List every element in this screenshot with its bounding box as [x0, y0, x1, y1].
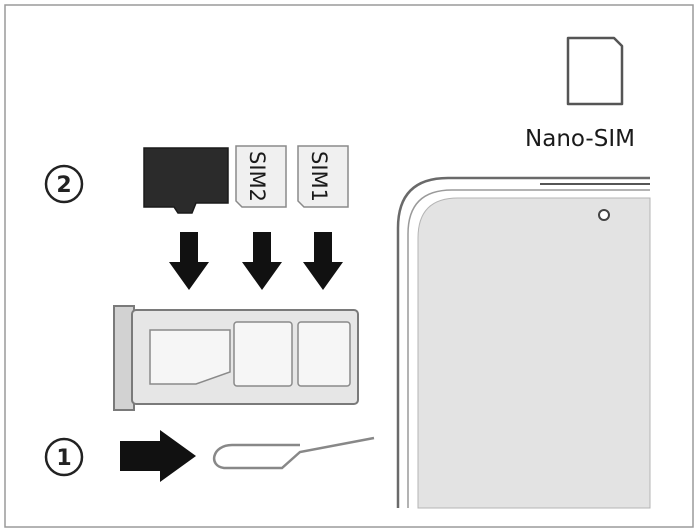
phone-corner-icon: [396, 176, 651, 509]
sim2-card: SIM2: [235, 145, 287, 208]
right-arrow-icon: [120, 430, 196, 482]
camera-icon: [598, 209, 610, 221]
step-1-number: 1: [56, 446, 71, 471]
nano-sim-card-icon: [566, 36, 624, 106]
sim-tray-icon: [113, 305, 359, 411]
step-1-marker: 1: [44, 437, 84, 477]
down-arrow-icon: [303, 232, 343, 290]
down-arrow-icon: [242, 232, 282, 290]
nano-sim-label: Nano-SIM: [525, 126, 635, 152]
sim1-card: SIM1: [297, 145, 349, 208]
step-2-marker: 2: [44, 164, 84, 204]
step-2-number: 2: [56, 173, 71, 198]
sim2-label: SIM2: [245, 151, 269, 202]
micro-sd-card-icon: [143, 147, 229, 214]
eject-pin-icon: [212, 436, 375, 470]
sim1-label: SIM1: [307, 151, 331, 202]
down-arrow-icon: [169, 232, 209, 290]
